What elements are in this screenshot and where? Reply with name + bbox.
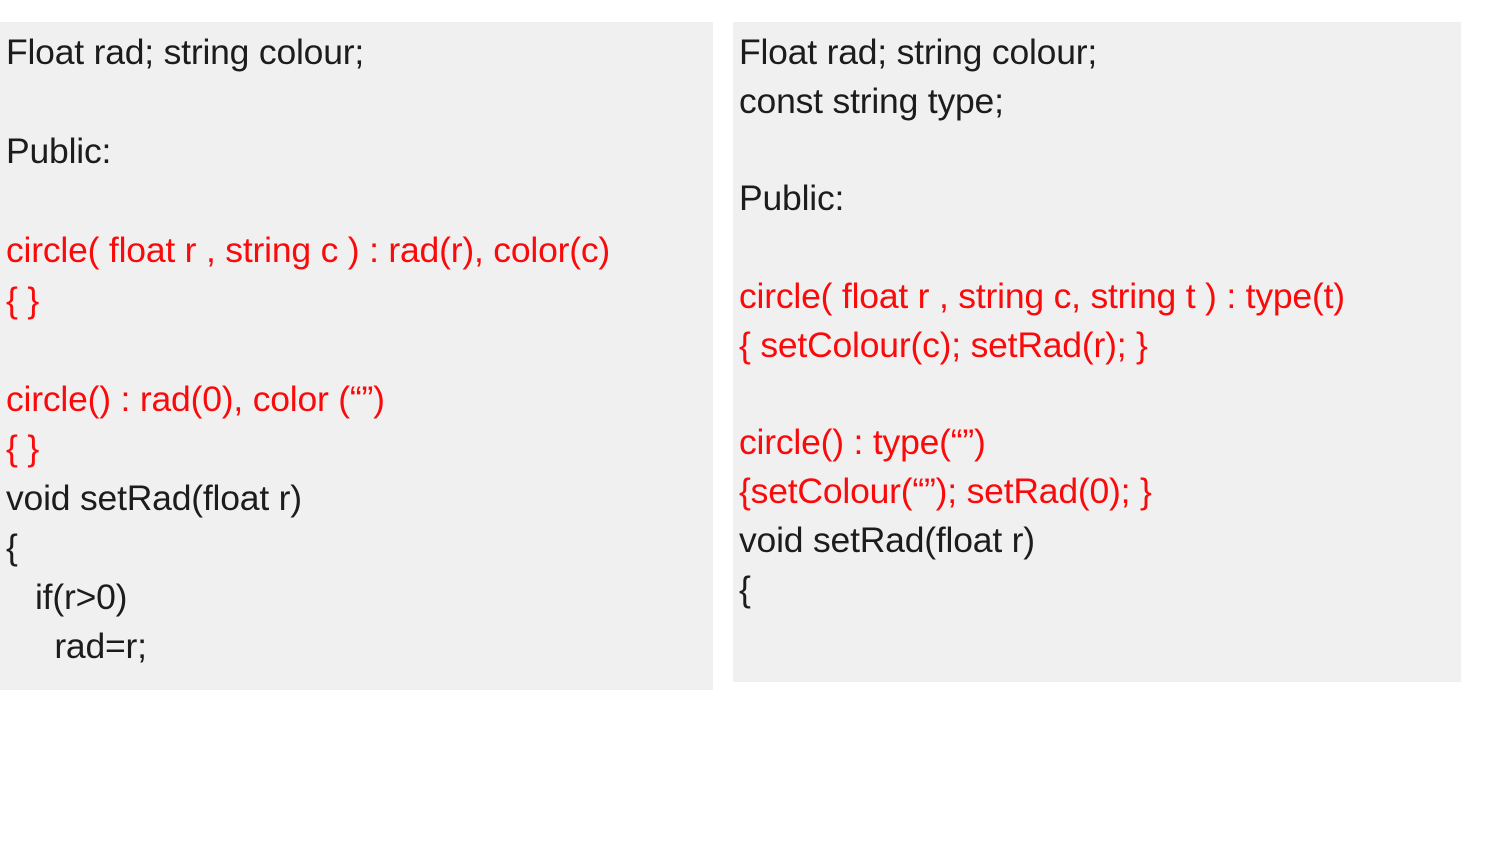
code-line [6, 177, 610, 227]
code-line: const string type; [739, 80, 1004, 121]
code-panel-left: Float rad; string colour; Public: circle… [0, 22, 713, 690]
code-line: { setColour(c); setRad(r); } [739, 324, 1148, 365]
code-line [739, 126, 1345, 175]
code-line: {setColour(“”); setRad(0); } [739, 471, 1152, 512]
code-line: rad=r; [6, 626, 147, 666]
code-block-right: Float rad; string colour; const string ty… [733, 22, 1345, 614]
code-line: { } [6, 428, 39, 468]
code-line [6, 78, 610, 128]
code-line: circle() : type(“”) [739, 422, 986, 463]
code-line: circle( float r , string c, string t ) :… [739, 275, 1345, 316]
code-line: void setRad(float r) [6, 477, 302, 518]
code-panel-right: Float rad; string colour; const string ty… [733, 22, 1461, 682]
code-line: if(r>0) [6, 576, 128, 617]
code-line: { [6, 527, 18, 567]
code-line: Float rad; string colour; [739, 32, 1098, 72]
code-line [739, 223, 1345, 272]
code-line: Public: [6, 131, 112, 171]
code-line: circle() : rad(0), color (“”) [6, 378, 385, 419]
code-line: Float rad; string colour; [6, 32, 365, 72]
code-block-left: Float rad; string colour; Public: circle… [0, 22, 610, 672]
code-line: { [739, 568, 751, 609]
code-line: circle( float r , string c ) : rad(r), c… [6, 230, 611, 270]
code-line: { } [6, 279, 39, 320]
code-line: void setRad(float r) [739, 519, 1035, 560]
code-line [6, 325, 610, 375]
code-line: Public: [739, 178, 845, 219]
code-line [739, 370, 1345, 419]
